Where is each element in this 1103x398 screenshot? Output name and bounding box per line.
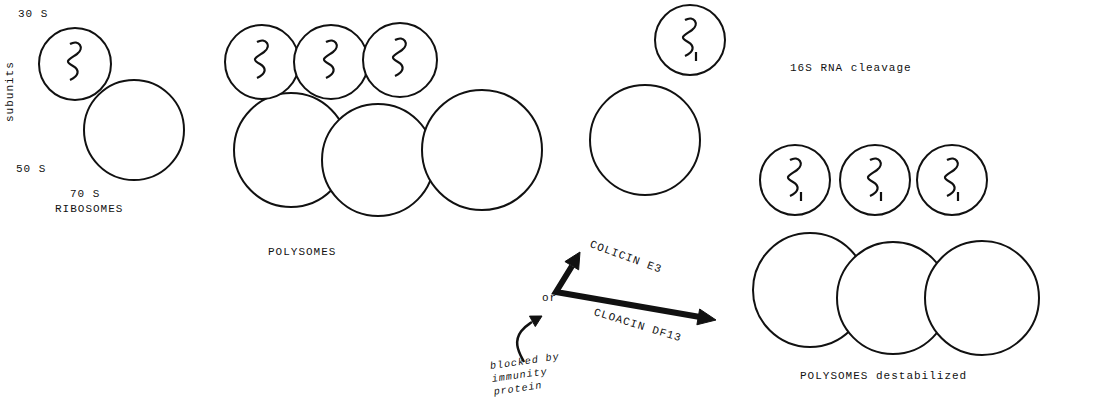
small-subunit <box>294 25 368 99</box>
small-subunit <box>225 25 299 99</box>
group-label: POLYSOMES destabilized <box>800 370 967 383</box>
rna-squiggle <box>324 41 337 78</box>
group-label: RIBOSOMES <box>55 203 123 216</box>
large-subunit <box>925 241 1039 355</box>
process-note: 16S RNA cleavage <box>790 62 912 75</box>
subunit-label: 30 S <box>18 8 48 21</box>
rna-squiggle <box>68 43 81 80</box>
reaction-arrow <box>556 266 700 317</box>
rna-squiggle <box>945 159 958 201</box>
block-note: blocked by immunity protein <box>489 347 589 398</box>
destabilized-ribosome <box>917 145 1039 355</box>
arrowhead <box>697 309 716 325</box>
large-subunit <box>322 104 434 216</box>
arrowhead <box>529 316 542 327</box>
group-label: POLYSOMES <box>268 246 336 259</box>
dissociated-subunits <box>590 5 725 195</box>
rna-squiggle <box>393 39 406 76</box>
conjunction: or <box>542 292 557 305</box>
small-subunit <box>917 145 987 215</box>
rna-squiggle <box>788 159 801 201</box>
small-subunit <box>655 5 725 75</box>
large-subunit <box>422 90 542 210</box>
arrowhead <box>565 252 580 270</box>
rna-squiggle <box>255 41 268 78</box>
subunit-label: 50 S <box>16 163 46 176</box>
small-subunit <box>760 145 830 215</box>
polysome-ribosome <box>363 23 542 210</box>
large-subunit <box>590 85 700 195</box>
large-subunit <box>84 80 184 180</box>
agent-label: COLICIN E3 <box>588 238 664 276</box>
subunit-label: 70 S <box>70 188 100 201</box>
axis-note: subunits <box>4 61 17 122</box>
ribosome-70s <box>39 28 184 180</box>
small-subunit <box>39 28 111 100</box>
rna-squiggle <box>868 159 881 201</box>
rna-squiggle <box>683 19 696 61</box>
small-subunit <box>363 23 437 97</box>
small-subunit <box>840 145 910 215</box>
